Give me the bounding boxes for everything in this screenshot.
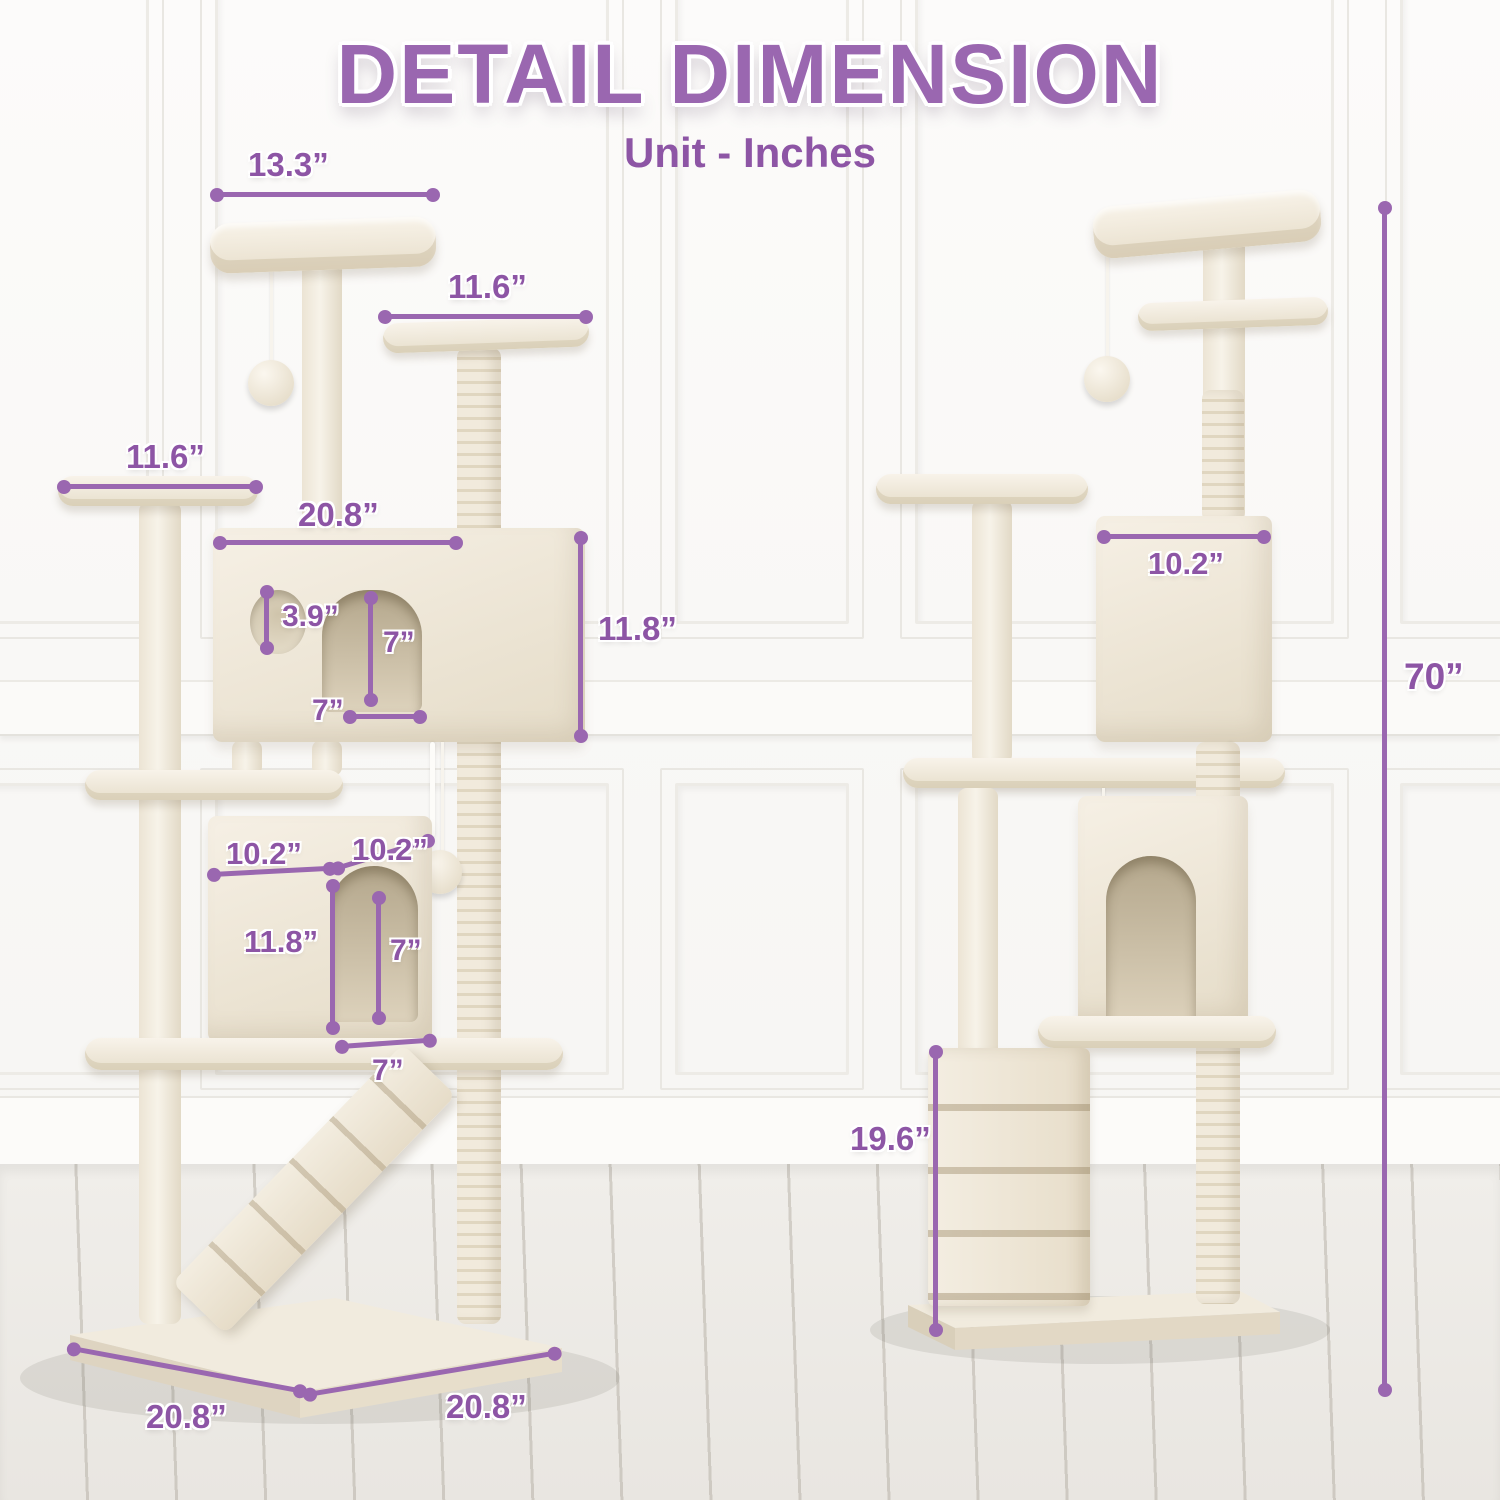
toy-string bbox=[441, 742, 444, 854]
dim-label-small-condo-width: 10.2” bbox=[226, 836, 302, 871]
left-tree-base-edge bbox=[300, 1348, 562, 1418]
dim-label-small-door-width: 7” bbox=[372, 1054, 404, 1087]
toy-ball bbox=[1084, 356, 1130, 402]
dim-label-top-perch-width: 13.3” bbox=[248, 146, 329, 183]
dim-label-condo-depth: 10.2” bbox=[1148, 546, 1224, 581]
wall-panel bbox=[0, 0, 164, 639]
right-tree-post bbox=[958, 788, 998, 1058]
side-perch bbox=[876, 474, 1088, 504]
right-tree-base bbox=[908, 1291, 1280, 1328]
dim-line-total-height bbox=[1377, 201, 1392, 1397]
top-perch bbox=[209, 216, 437, 274]
dim-label-base-width: 20.8” bbox=[446, 1388, 527, 1425]
middle-platform bbox=[85, 770, 343, 800]
wainscot-panel bbox=[660, 768, 864, 1090]
dim-line-top-perch-width bbox=[210, 187, 440, 202]
left-tree-post bbox=[139, 502, 181, 1324]
dim-label-side-perch-width: 11.6” bbox=[126, 438, 205, 475]
page-title: DETAIL DIMENSION bbox=[336, 27, 1164, 121]
dim-label-large-door-height: 7” bbox=[383, 626, 415, 659]
dim-label-large-condo-height: 11.8” bbox=[598, 610, 677, 647]
peep-hole bbox=[250, 590, 306, 654]
dim-line-ramp-height bbox=[928, 1045, 943, 1337]
unit-subtitle: Unit - Inches bbox=[623, 129, 877, 176]
left-tree-top-post bbox=[302, 260, 342, 544]
dim-line-large-condo-height bbox=[573, 531, 588, 743]
dim-label-small-condo-depth: 10.2” bbox=[352, 832, 428, 867]
dim-label-large-door-width: 7” bbox=[312, 694, 344, 727]
wall-panel bbox=[660, 0, 864, 639]
small-condo-door bbox=[1106, 856, 1196, 1024]
left-tree-scratching-post bbox=[457, 348, 501, 1324]
dim-line-large-door-height bbox=[363, 591, 378, 707]
dim-line-large-door-width bbox=[343, 709, 427, 724]
right-tree-post bbox=[972, 500, 1012, 764]
dim-label-large-condo-width: 20.8” bbox=[298, 496, 379, 533]
dim-line-small-door-height bbox=[371, 891, 386, 1025]
climbing-ramp-side bbox=[928, 1048, 1090, 1306]
dim-line-upper-perch-width bbox=[378, 309, 593, 324]
dim-line-small-condo-height bbox=[325, 879, 340, 1035]
dim-label-peep-hole: 3.9” bbox=[282, 600, 339, 633]
dim-label-small-door-height: 7” bbox=[390, 934, 422, 967]
hanging-cord bbox=[430, 742, 435, 837]
dim-label-total-height: 70” bbox=[1404, 656, 1464, 697]
header: DETAIL DIMENSION Unit - Inches bbox=[0, 0, 1500, 177]
dim-line-peep-hole bbox=[259, 585, 274, 655]
dim-line-large-condo-width bbox=[213, 535, 463, 550]
large-condo-side bbox=[1096, 516, 1272, 742]
baseboard bbox=[0, 1096, 1500, 1166]
dim-label-upper-perch-width: 11.6” bbox=[448, 268, 527, 305]
lower-platform bbox=[1038, 1016, 1276, 1048]
dim-label-ramp-height: 19.6” bbox=[850, 1120, 931, 1157]
toy-string bbox=[1106, 252, 1109, 360]
toy-string bbox=[270, 266, 273, 366]
dim-line-condo-depth bbox=[1097, 529, 1271, 544]
dim-label-small-condo-height: 11.8” bbox=[244, 924, 319, 959]
right-tree-base-edge bbox=[955, 1312, 1280, 1350]
dim-line-side-perch-width bbox=[57, 479, 263, 494]
side-perch bbox=[58, 476, 258, 506]
toy-ball bbox=[248, 360, 294, 406]
lower-platform bbox=[85, 1038, 563, 1070]
left-tree-base bbox=[70, 1298, 562, 1392]
right-tree-scratching-post bbox=[1202, 390, 1244, 522]
dim-label-base-depth: 20.8” bbox=[146, 1398, 227, 1435]
